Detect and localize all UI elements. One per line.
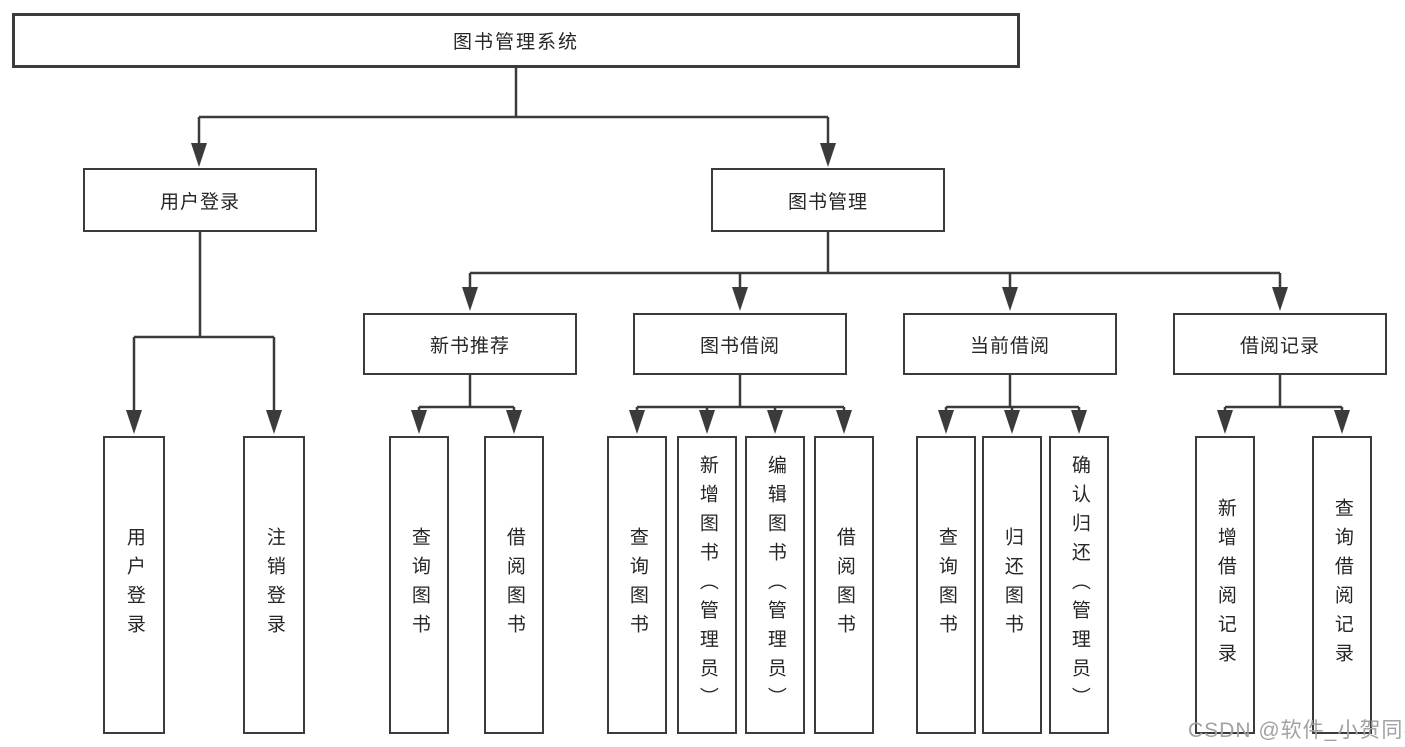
leaf-borrow-books-recommend: 借阅图书 xyxy=(484,436,544,734)
node-label: 新书推荐 xyxy=(429,335,510,357)
node-book-management: 图书管理 xyxy=(711,168,945,232)
leaf-return-books: 归还图书 xyxy=(982,436,1042,734)
arrow-down-icon xyxy=(266,410,282,434)
arrow-down-icon xyxy=(506,410,522,434)
node-label: 注销登录 xyxy=(263,527,285,643)
node-borrow-records: 借阅记录 xyxy=(1173,313,1387,375)
arrow-down-icon xyxy=(1071,410,1087,434)
node-label: 新增图书（管理员） xyxy=(696,454,718,716)
leaf-add-books-admin: 新增图书（管理员） xyxy=(677,436,737,734)
connector-user-login-to-leaves xyxy=(126,231,282,434)
node-label: 查询图书 xyxy=(935,527,957,643)
node-label: 新增借阅记录 xyxy=(1214,498,1236,672)
connector-book-borrow-to-leaves xyxy=(629,374,852,434)
leaf-query-books-current: 查询图书 xyxy=(916,436,976,734)
leaf-confirm-return-admin: 确认归还（管理员） xyxy=(1049,436,1109,734)
node-root-system: 图书管理系统 xyxy=(12,13,1020,68)
arrow-down-icon xyxy=(836,410,852,434)
node-label: 图书管理 xyxy=(787,191,868,213)
arrow-down-icon xyxy=(462,287,478,311)
connector-book-management-to-level3 xyxy=(462,231,1288,311)
leaf-borrow-books-borrow: 借阅图书 xyxy=(814,436,874,734)
arrow-down-icon xyxy=(1334,410,1350,434)
leaf-logout-login: 注销登录 xyxy=(243,436,305,734)
arrow-down-icon xyxy=(1217,410,1233,434)
node-label: 借阅图书 xyxy=(833,527,855,643)
node-label: 当前借阅 xyxy=(969,335,1050,357)
leaf-add-borrow-record: 新增借阅记录 xyxy=(1195,436,1255,734)
arrow-down-icon xyxy=(732,287,748,311)
connector-new-book-recommend-to-leaves xyxy=(411,374,522,434)
node-current-borrow: 当前借阅 xyxy=(903,313,1117,375)
node-label: 用户登录 xyxy=(159,191,240,213)
watermark: CSDN @软件_小贺同学 xyxy=(1188,719,1405,742)
leaf-query-borrow-record: 查询借阅记录 xyxy=(1312,436,1372,734)
node-user-login: 用户登录 xyxy=(83,168,317,232)
node-book-borrow: 图书借阅 xyxy=(633,313,847,375)
node-label: 确认归还（管理员） xyxy=(1068,454,1090,716)
arrow-down-icon xyxy=(629,410,645,434)
arrow-down-icon xyxy=(820,143,836,167)
leaf-query-books-borrow: 查询图书 xyxy=(607,436,667,734)
node-label: 查询借阅记录 xyxy=(1331,498,1353,672)
arrow-down-icon xyxy=(1004,410,1020,434)
arrow-down-icon xyxy=(191,143,207,167)
node-label: 编辑图书（管理员） xyxy=(764,454,786,716)
node-label: 借阅图书 xyxy=(503,527,525,643)
node-label: 借阅记录 xyxy=(1239,335,1320,357)
node-new-book-recommend: 新书推荐 xyxy=(363,313,577,375)
arrow-down-icon xyxy=(699,410,715,434)
node-label: 查询图书 xyxy=(626,527,648,643)
leaf-user-login: 用户登录 xyxy=(103,436,165,734)
arrow-down-icon xyxy=(1002,287,1018,311)
connector-borrow-records-to-leaves xyxy=(1217,374,1350,434)
node-label: 图书管理系统 xyxy=(452,32,579,53)
leaf-query-books-recommend: 查询图书 xyxy=(389,436,449,734)
connector-current-borrow-to-leaves xyxy=(938,374,1087,434)
node-label: 归还图书 xyxy=(1001,527,1023,643)
node-label: 图书借阅 xyxy=(699,335,780,357)
arrow-down-icon xyxy=(411,410,427,434)
node-label: 查询图书 xyxy=(408,527,430,643)
arrow-down-icon xyxy=(1272,287,1288,311)
node-label: 用户登录 xyxy=(123,527,145,643)
arrow-down-icon xyxy=(767,410,783,434)
connector-root-to-level2 xyxy=(191,67,836,167)
arrow-down-icon xyxy=(938,410,954,434)
arrow-down-icon xyxy=(126,410,142,434)
leaf-edit-books-admin: 编辑图书（管理员） xyxy=(745,436,805,734)
